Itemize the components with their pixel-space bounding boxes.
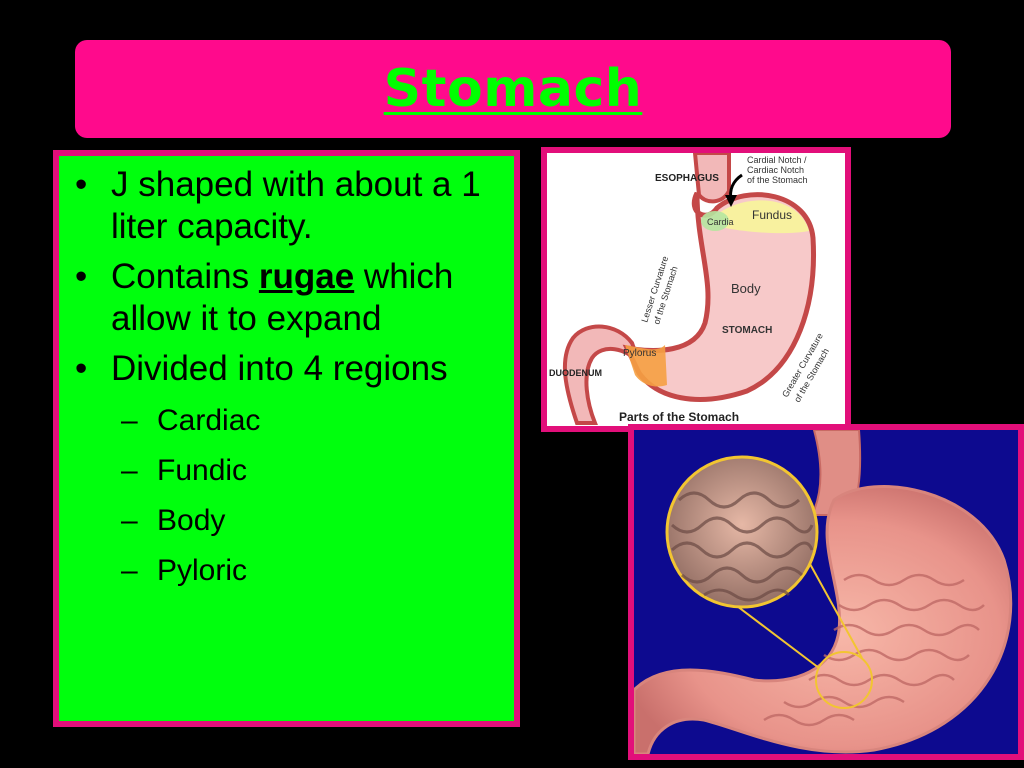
cardia-region bbox=[701, 211, 729, 231]
magnified-folds bbox=[670, 491, 814, 602]
bullet-item-rugae: Contains rugae which allow it to expand bbox=[75, 256, 500, 340]
region-item-pyloric: Pyloric bbox=[121, 546, 500, 596]
connector-line bbox=[728, 599, 820, 669]
stomach-diagram: ESOPHAGUS Cardial Notch / Cardiac Notch … bbox=[541, 147, 851, 432]
bullet-text: J shaped with about a 1 liter capacity. bbox=[111, 165, 481, 246]
title-bar: Stomach bbox=[75, 40, 951, 138]
bullet-item-capacity: J shaped with about a 1 liter capacity. bbox=[75, 164, 500, 248]
region-item-fundic: Fundic bbox=[121, 446, 500, 496]
rugae-term: rugae bbox=[258, 257, 355, 296]
label-pylorus: Pylorus bbox=[623, 348, 656, 359]
pylorus-region bbox=[625, 345, 667, 387]
region-item-cardiac: Cardiac bbox=[121, 396, 500, 446]
arrowhead-icon bbox=[725, 195, 737, 207]
rugae-illustration-svg bbox=[634, 430, 1018, 754]
esophagus-shape bbox=[692, 153, 731, 204]
rugae-illustration bbox=[628, 424, 1024, 760]
content-box: J shaped with about a 1 liter capacity. … bbox=[53, 150, 520, 727]
label-fundus: Fundus bbox=[752, 208, 792, 222]
focus-circle bbox=[815, 651, 873, 709]
diagram-caption: Parts of the Stomach bbox=[619, 410, 739, 424]
label-duodenum: DUODENUM bbox=[549, 368, 602, 378]
stomach-diagram-svg: ESOPHAGUS Cardial Notch / Cardiac Notch … bbox=[547, 153, 845, 426]
bullet-text-before: Contains bbox=[111, 257, 259, 296]
bullet-item-regions: Divided into 4 regions Cardiac Fundic Bo… bbox=[75, 348, 500, 596]
region-item-body: Body bbox=[121, 496, 500, 546]
bullet-text-after: which allow it to expand bbox=[111, 257, 454, 338]
label-stomach: STOMACH bbox=[722, 325, 772, 336]
label-body: Body bbox=[731, 281, 761, 296]
rugae-folds bbox=[763, 573, 985, 727]
bullet-text: Divided into 4 regions bbox=[111, 349, 448, 388]
stomach-shape bbox=[622, 191, 816, 402]
duodenum-shape bbox=[562, 324, 641, 425]
label-notch-3: of the Stomach bbox=[747, 175, 808, 185]
label-notch-1: Cardial Notch / bbox=[747, 155, 807, 165]
label-notch-2: Cardiac Notch bbox=[747, 165, 804, 175]
bullet-list: J shaped with about a 1 liter capacity. … bbox=[59, 156, 514, 596]
region-list: Cardiac Fundic Body Pyloric bbox=[111, 396, 500, 596]
label-cardia: Cardia bbox=[707, 217, 734, 227]
fundus-region bbox=[719, 200, 809, 234]
label-esophagus: ESOPHAGUS bbox=[655, 173, 719, 184]
slide-title: Stomach bbox=[383, 59, 643, 119]
